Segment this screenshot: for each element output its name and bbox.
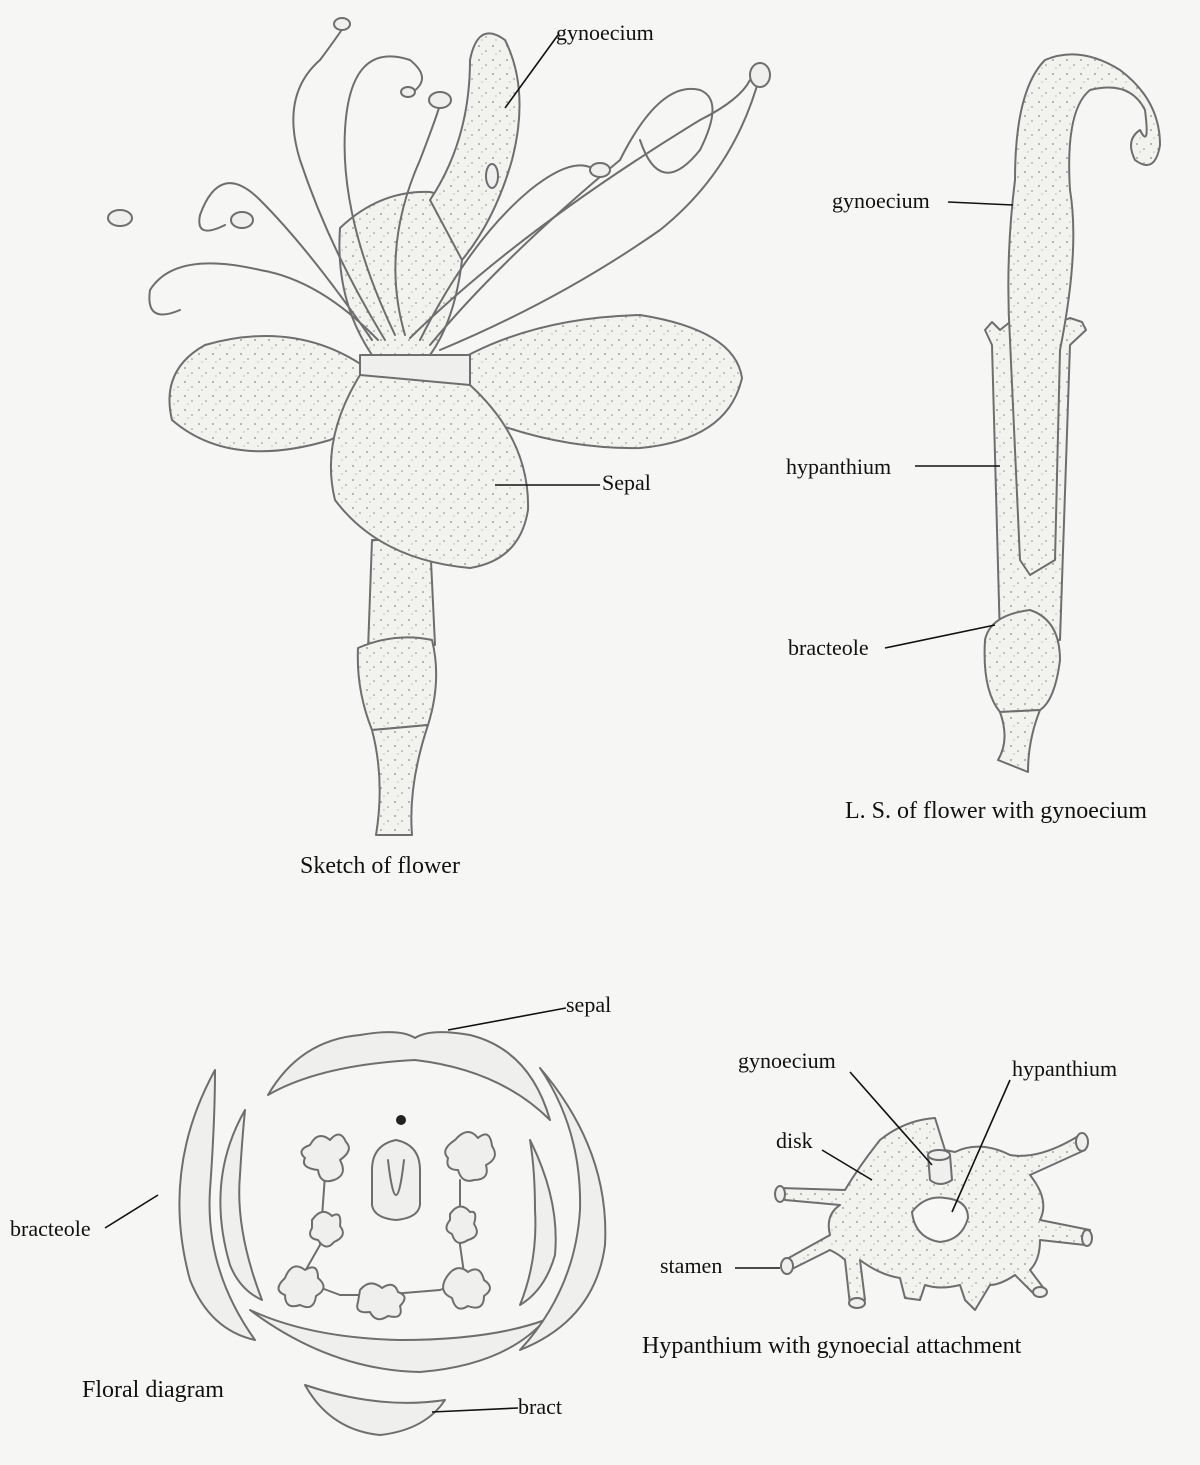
label-fd-bract: bract — [518, 1396, 562, 1418]
label-flower-sepal: Sepal — [602, 472, 651, 494]
label-fd-sepal: sepal — [566, 994, 611, 1016]
fd-sepal-bottom — [250, 1310, 545, 1372]
label-ls-bracteole: bracteole — [788, 637, 869, 659]
ls-flower — [885, 54, 1160, 772]
hyp-stamen-stub — [849, 1298, 865, 1308]
anther — [486, 164, 498, 188]
caption-flower-sketch: Sketch of flower — [300, 854, 460, 878]
hyp-stamen-stub — [1033, 1287, 1047, 1297]
fd-bract — [305, 1385, 445, 1435]
label-hyp-hypanthium: hypanthium — [1012, 1058, 1117, 1080]
label-ls-hypanthium: hypanthium — [786, 456, 891, 478]
fd-axis-dot — [396, 1115, 406, 1125]
ls-stem — [998, 710, 1040, 772]
anther — [429, 92, 451, 108]
fd-carpel — [372, 1140, 420, 1220]
leader-fd-bracteole — [105, 1195, 158, 1228]
ls-gynoecium — [1008, 54, 1160, 575]
leader-fd-bract — [432, 1408, 518, 1412]
hyp-stamen-stub — [1082, 1230, 1092, 1246]
fd-bracteole-right-outer — [520, 1068, 605, 1350]
caption-floral-diagram: Floral diagram — [82, 1378, 224, 1402]
caption-ls-flower: L. S. of flower with gynoecium — [845, 799, 1147, 823]
anther — [334, 18, 350, 30]
flower-bracteole-cup — [358, 637, 436, 730]
hyp-stamen-stub — [1076, 1133, 1088, 1151]
hypanthium-view — [735, 1072, 1092, 1310]
label-hyp-gynoecium: gynoecium — [738, 1050, 836, 1072]
caption-hypanthium: Hypanthium with gynoecial attachment — [642, 1334, 1021, 1358]
anther — [401, 87, 415, 97]
anther — [590, 163, 610, 177]
floral-diagram — [105, 1008, 605, 1435]
flower-sketch — [108, 18, 770, 835]
label-ls-gynoecium: gynoecium — [832, 190, 930, 212]
flower-stem — [372, 725, 428, 835]
anther — [231, 212, 253, 228]
leader-ls-gynoecium — [948, 202, 1013, 205]
fd-bracteole-right-inner — [520, 1140, 556, 1305]
hyp-stamen-stub — [781, 1258, 793, 1274]
anther — [108, 210, 132, 226]
fd-sepal-top — [268, 1032, 550, 1120]
label-flower-gynoecium: gynoecium — [556, 22, 654, 44]
label-hyp-disk: disk — [776, 1130, 813, 1152]
fd-bracteole-left-inner — [220, 1110, 262, 1300]
hyp-stamen-stub — [775, 1186, 785, 1202]
leader-ls-bracteole — [885, 625, 995, 648]
leader-fd-sepal — [448, 1008, 566, 1030]
anther — [750, 63, 770, 87]
label-fd-bracteole: bracteole — [10, 1218, 91, 1240]
ls-bracteole — [985, 610, 1060, 712]
label-hyp-stamen: stamen — [660, 1255, 722, 1277]
flower-gynoecium-style — [430, 33, 520, 260]
